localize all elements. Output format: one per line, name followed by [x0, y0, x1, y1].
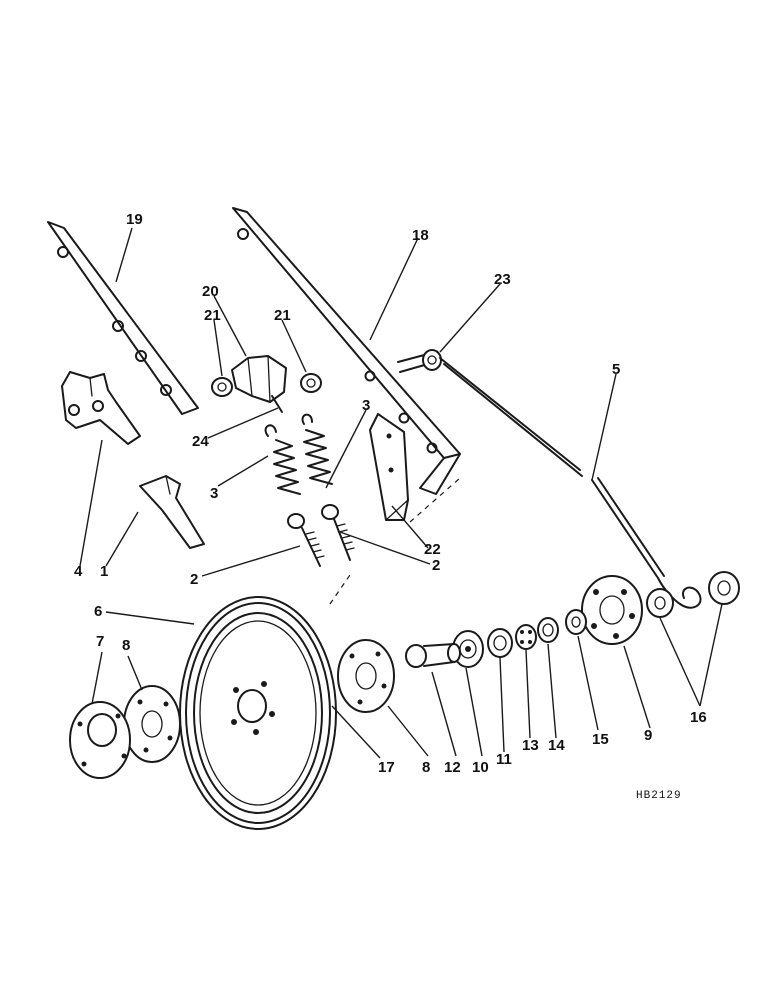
- callout-19: 19: [126, 211, 143, 228]
- bushing-21-left: [211, 377, 233, 397]
- callout-16: 16: [690, 709, 707, 726]
- plate-8-left: [123, 685, 181, 763]
- callout-23: 23: [494, 271, 511, 288]
- callout-6: 6: [94, 603, 102, 620]
- bracket-4: [61, 371, 141, 445]
- washer-15: [565, 609, 587, 635]
- callout-21-right: 21: [274, 307, 291, 324]
- callout-3-right: 3: [362, 397, 370, 414]
- callout-11: 11: [496, 751, 512, 768]
- spring-bracket-20: [231, 355, 287, 403]
- eye-bolt-2-right: [321, 504, 355, 561]
- callout-7: 7: [96, 633, 104, 650]
- callout-18: 18: [412, 227, 429, 244]
- bar-18: [232, 207, 461, 495]
- callout-15: 15: [592, 731, 609, 748]
- rod-5: [439, 357, 702, 609]
- bracket-1: [139, 475, 205, 549]
- bearing-13: [515, 624, 537, 650]
- callout-22: 22: [424, 541, 441, 558]
- leader-lines: [79, 227, 723, 759]
- spring-3-left: [264, 424, 301, 495]
- callout-8-left: 8: [122, 637, 130, 654]
- callout-17: 17: [378, 759, 395, 776]
- callout-24: 24: [192, 433, 209, 450]
- callout-12: 12: [444, 759, 461, 776]
- callout-9: 9: [644, 727, 652, 744]
- assembly-line: [329, 477, 461, 605]
- callout-10: 10: [472, 759, 489, 776]
- hub-cap-7: [69, 701, 131, 779]
- washer-16-right: [708, 571, 740, 605]
- callout-8-right: 8: [422, 759, 430, 776]
- callout-14: 14: [548, 737, 565, 754]
- callout-5: 5: [612, 361, 620, 378]
- washer-16-left: [646, 588, 674, 618]
- plate-8-right: [337, 639, 395, 713]
- scraper-22: [369, 413, 409, 521]
- callout-1: 1: [100, 563, 108, 580]
- callout-4: 4: [74, 563, 83, 580]
- gauge-wheel-6: [179, 596, 337, 830]
- callout-2-left: 2: [190, 571, 198, 588]
- callout-2-right: 2: [432, 557, 440, 574]
- eye-bolt-2-left: [287, 513, 325, 567]
- drawing-reference: HB2129: [636, 790, 682, 802]
- bushing-21-right: [300, 373, 322, 393]
- callout-13: 13: [522, 737, 539, 754]
- callout-3-left: 3: [210, 485, 218, 502]
- spring-3-right: [301, 413, 333, 485]
- bearing-14: [537, 617, 559, 643]
- callouts: 19 18 20 23 21 21 5 3 24 3 22 4 1 2 2 6 …: [74, 211, 707, 802]
- bar-19: [47, 221, 199, 415]
- bolt-23: [397, 349, 442, 373]
- hub-9: [581, 575, 643, 645]
- spindle-12: [405, 643, 461, 668]
- bearing-10: [452, 630, 484, 668]
- pin-24: [271, 395, 283, 413]
- callout-21-left: 21: [204, 307, 221, 324]
- callout-20: 20: [202, 283, 219, 300]
- seal-11: [487, 628, 513, 658]
